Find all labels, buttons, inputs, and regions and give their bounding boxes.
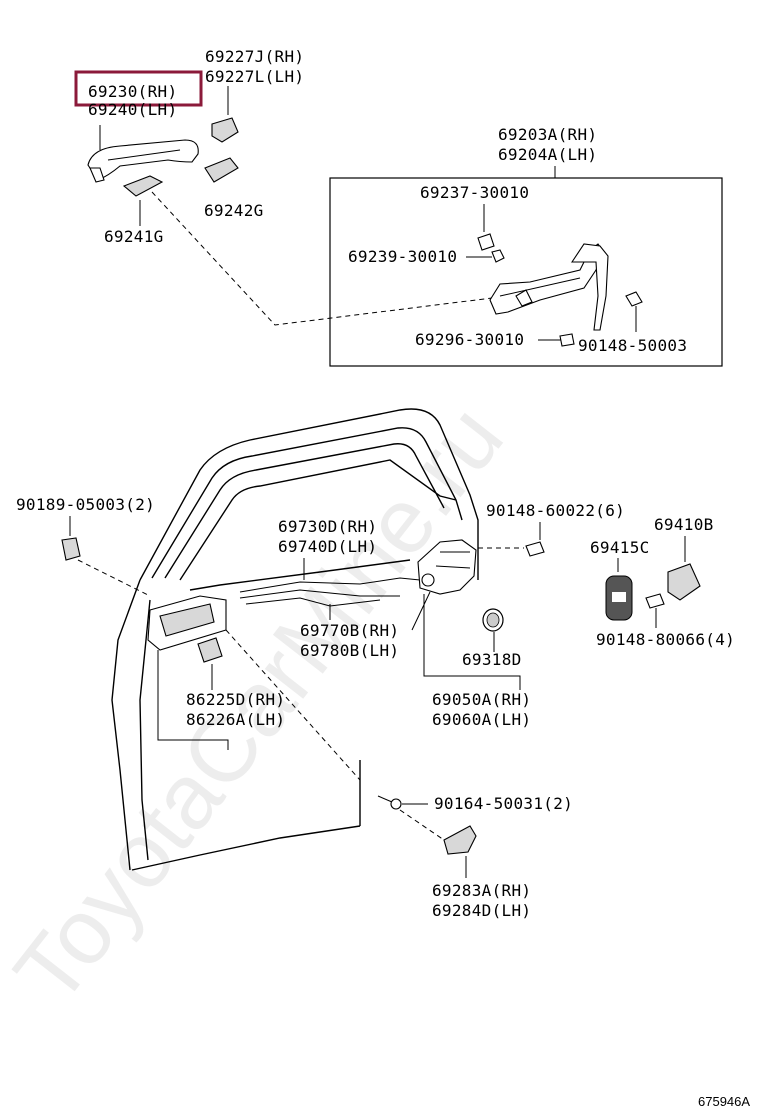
label-screw-90164[interactable]: 90164-50031(2) [434,794,573,813]
dashed-leader [399,809,445,841]
label-pad-69241g[interactable]: 69241G [104,227,164,246]
label-lock-rh[interactable]: 69050A(RH) [432,690,531,709]
label-handle-cap-lh[interactable]: 69227L(LH) [205,67,304,86]
striker-cover-69415c [605,575,633,621]
label-frame-rh[interactable]: 69203A(RH) [498,125,597,144]
grommet-69318d [482,608,504,632]
label-bezel-lh[interactable]: 86226A(LH) [186,710,285,729]
lock-cables [239,577,421,607]
label-pad-69242g[interactable]: 69242G [204,201,264,220]
label-screw-90148-80066[interactable]: 90148-80066(4) [596,630,735,649]
label-grommet-69318d[interactable]: 69318D [462,650,522,669]
label-outer-handle-rh[interactable]: 69230(RH) [88,82,177,101]
outer-door-handle [87,139,199,183]
label-outer-handle-lh[interactable]: 69240(LH) [88,100,177,119]
leader-line [157,650,229,750]
highlight-box [74,70,203,107]
label-screw-90148-60022[interactable]: 90148-60022(6) [486,501,625,520]
clip-90189 [61,537,81,561]
diagram-reference: 675946A [698,1094,750,1109]
label-bezel-rh[interactable]: 86225D(RH) [186,690,285,709]
dashed-leader [77,559,151,597]
door-lock-assembly [417,539,477,595]
dashed-leader [225,629,361,781]
label-cable2-lh[interactable]: 69780B(LH) [300,641,399,660]
label-frame-lh[interactable]: 69204A(LH) [498,145,597,164]
label-cable-rh[interactable]: 69730D(RH) [278,517,377,536]
screw-90148-80066 [645,593,665,609]
leader-line [423,594,521,690]
dashed-leader [151,191,493,326]
bezel-86225d [197,637,223,663]
frame-subassembly-box [329,177,723,367]
label-part-69237[interactable]: 69237-30010 [420,183,529,202]
label-screw-90148-50003[interactable]: 90148-50003 [578,336,687,355]
label-handle-cap-rh[interactable]: 69227J(RH) [205,47,304,66]
label-cover-69410b[interactable]: 69410B [654,515,714,534]
cover-69283a [443,825,477,855]
handle-pad-front [122,175,164,197]
label-cable-lh[interactable]: 69740D(LH) [278,537,377,556]
screw-90164-50031 [377,795,402,810]
handle-cap [211,117,239,143]
handle-pad-rear [204,157,239,183]
label-cover-rh[interactable]: 69283A(RH) [432,881,531,900]
label-part-69239[interactable]: 69239-30010 [348,247,457,266]
label-lock-lh[interactable]: 69060A(LH) [432,710,531,729]
outside-handle-frame [477,233,643,347]
label-cover-69415c[interactable]: 69415C [590,538,650,557]
label-part-69296[interactable]: 69296-30010 [415,330,524,349]
label-clip-90189[interactable]: 90189-05003(2) [16,495,155,514]
leader-line [411,591,431,631]
rear-door-outline [111,408,479,871]
label-cover-lh[interactable]: 69284D(LH) [432,901,531,920]
screw-90148-60022 [525,541,545,557]
label-cable2-rh[interactable]: 69770B(RH) [300,621,399,640]
striker-69410b [667,563,701,601]
